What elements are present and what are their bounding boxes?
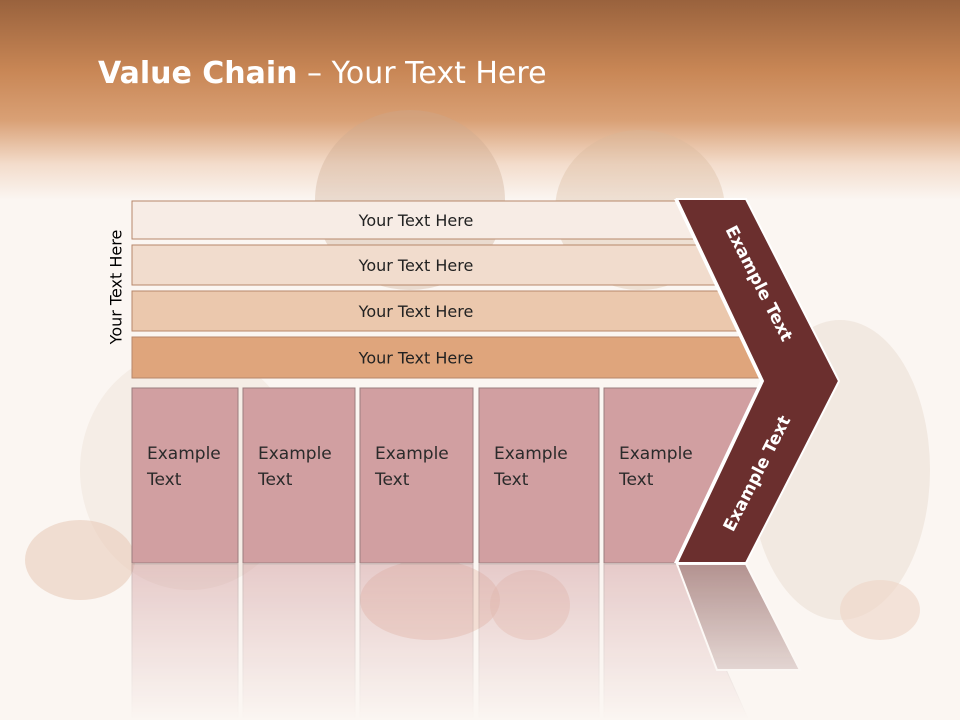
support-row: Your Text Here xyxy=(131,244,742,286)
primary-box-line2: Text xyxy=(146,470,182,490)
support-row: Your Text Here xyxy=(131,336,788,379)
primary-box-line1: Example xyxy=(258,444,332,464)
primary-activities: ExampleTextExampleTextExampleTextExample… xyxy=(131,387,758,564)
primary-box-line2: Text xyxy=(374,470,410,490)
support-row-label: Your Text Here xyxy=(358,256,474,275)
primary-box-line1: Example xyxy=(375,444,449,464)
primary-box-line1: Example xyxy=(494,444,568,464)
reflection-box xyxy=(478,563,600,720)
primary-box-line2: Text xyxy=(618,470,654,490)
reflection-box xyxy=(131,563,239,720)
header-band xyxy=(0,0,960,200)
primary-box-shape xyxy=(131,387,239,564)
support-row-label: Your Text Here xyxy=(358,349,474,368)
reflection-group xyxy=(131,563,802,720)
primary-box-shape xyxy=(359,387,474,564)
reflection-box xyxy=(242,563,356,720)
support-row: Your Text Here xyxy=(131,290,764,332)
primary-box-line2: Text xyxy=(257,470,293,490)
title-rest: – Your Text Here xyxy=(297,56,547,91)
page-title: Value Chain – Your Text Here xyxy=(98,56,547,91)
primary-box-line1: Example xyxy=(619,444,693,464)
reflection-chevron xyxy=(675,563,802,671)
reflection-box xyxy=(359,563,474,720)
primary-box-shape xyxy=(242,387,356,564)
support-row-label: Your Text Here xyxy=(358,211,474,230)
support-row-label: Your Text Here xyxy=(358,302,474,321)
support-row: Your Text Here xyxy=(131,200,717,240)
primary-box-line2: Text xyxy=(493,470,529,490)
primary-box-line1: Example xyxy=(147,444,221,464)
reflection xyxy=(131,563,802,720)
primary-box-shape xyxy=(478,387,600,564)
title-bold: Value Chain xyxy=(98,56,298,91)
